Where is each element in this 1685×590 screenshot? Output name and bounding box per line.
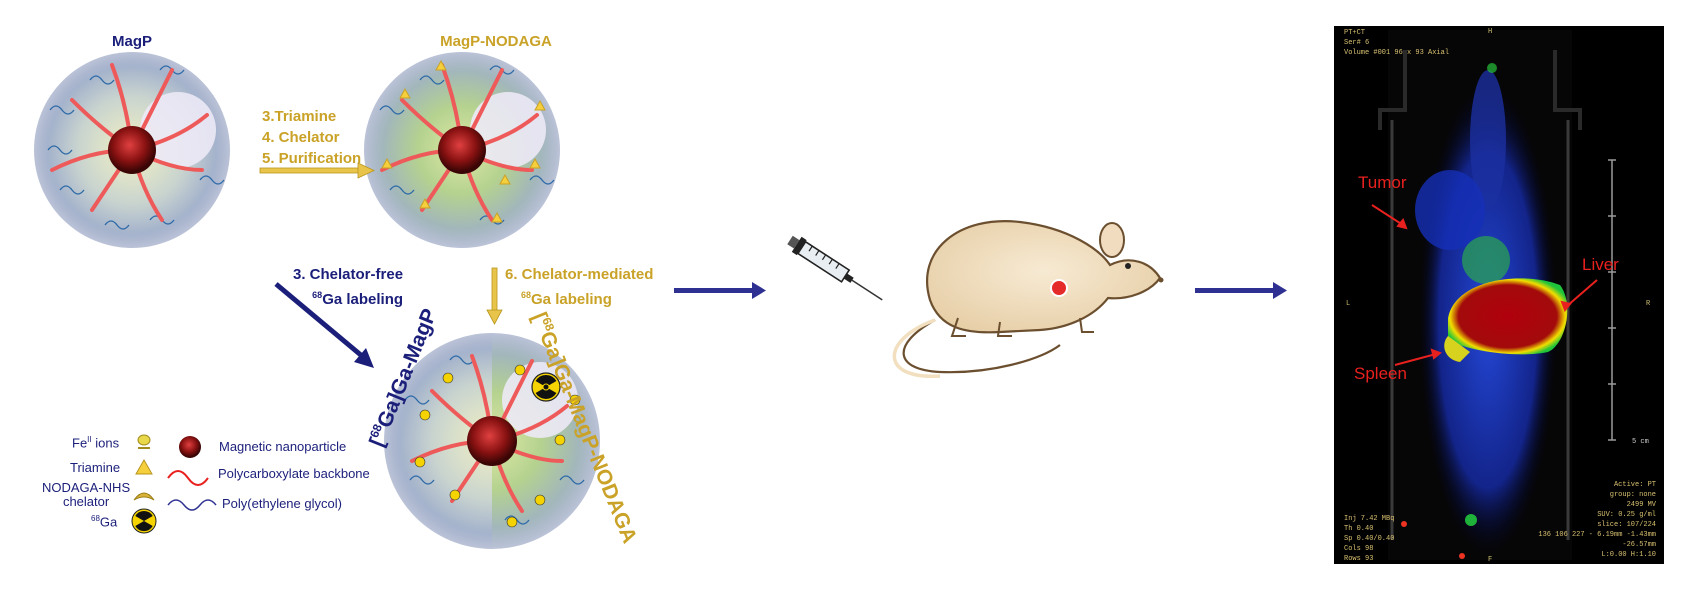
- chelator-icon: [133, 492, 155, 501]
- legend-nodaga: NODAGA-NHS chelator: [42, 480, 131, 509]
- legend-ga: 68Ga: [91, 514, 118, 530]
- triamine-icon: [135, 458, 153, 475]
- nodaga-title: MagP-NODAGA: [440, 33, 552, 50]
- backbone-icon: [167, 470, 209, 486]
- step4-label: 4. Chelator: [262, 129, 340, 146]
- process-arrow-2: [1195, 282, 1287, 299]
- legend-triamine: Triamine: [70, 460, 121, 475]
- fe-ion-icon: [137, 434, 151, 449]
- liver-hotspot: [1448, 278, 1568, 355]
- legend-graphics: [131, 434, 217, 534]
- particle-magp-nodaga: [364, 52, 560, 248]
- legend-peg: Poly(ethylene glycol): [222, 496, 342, 511]
- legend-backbone: Polycarboxylate backbone: [218, 466, 370, 481]
- step5-label: 5. Purification: [262, 150, 362, 167]
- pet-top-marker: H: [1488, 28, 1493, 36]
- process-arrow-1: [674, 282, 766, 299]
- magp-title: MagP: [112, 33, 152, 50]
- peg-icon: [167, 499, 217, 511]
- mouse-illustration: [892, 220, 1164, 378]
- pet-right-marker: R: [1646, 300, 1651, 308]
- chelator-mediated-label: 6. Chelator-mediated 68Ga labeling: [505, 266, 654, 308]
- pet-label-liver: Liver: [1582, 255, 1619, 274]
- spleen-hotspot: [1444, 336, 1470, 362]
- particle-magp: [34, 52, 230, 248]
- pet-left-marker: L: [1346, 300, 1351, 308]
- legend-fe: FeII ions: [72, 435, 120, 451]
- nanoparticle-icon: [179, 436, 201, 458]
- radioactive-symbol-icon: [531, 372, 561, 402]
- pet-label-spleen: Spleen: [1354, 364, 1407, 383]
- arrow-chelator-free: [274, 282, 374, 368]
- pet-ct-image: [1334, 26, 1664, 564]
- pet-bottom-marker: F: [1488, 556, 1493, 564]
- pet-scale-label: 5 cm: [1632, 438, 1649, 446]
- ga-icon: [131, 508, 157, 534]
- step-text-block: 3.Triamine 4. Chelator 5. Purification: [262, 106, 361, 169]
- pet-label-tumor: Tumor: [1358, 173, 1407, 192]
- arrow-triamine-chelator: [259, 162, 375, 179]
- legend-magnetic: Magnetic nanoparticle: [219, 439, 347, 454]
- particle-68ga-labeled: [384, 333, 600, 549]
- step3-label: 3.Triamine: [262, 108, 337, 125]
- arrow-chelator-mediated: [486, 267, 503, 325]
- tumor-marker: [1050, 279, 1068, 297]
- chelator-free-label: 3. Chelator-free 68Ga labeling: [293, 266, 404, 308]
- syringe-icon: [787, 235, 883, 301]
- annotation-arrows: [1371, 204, 1598, 366]
